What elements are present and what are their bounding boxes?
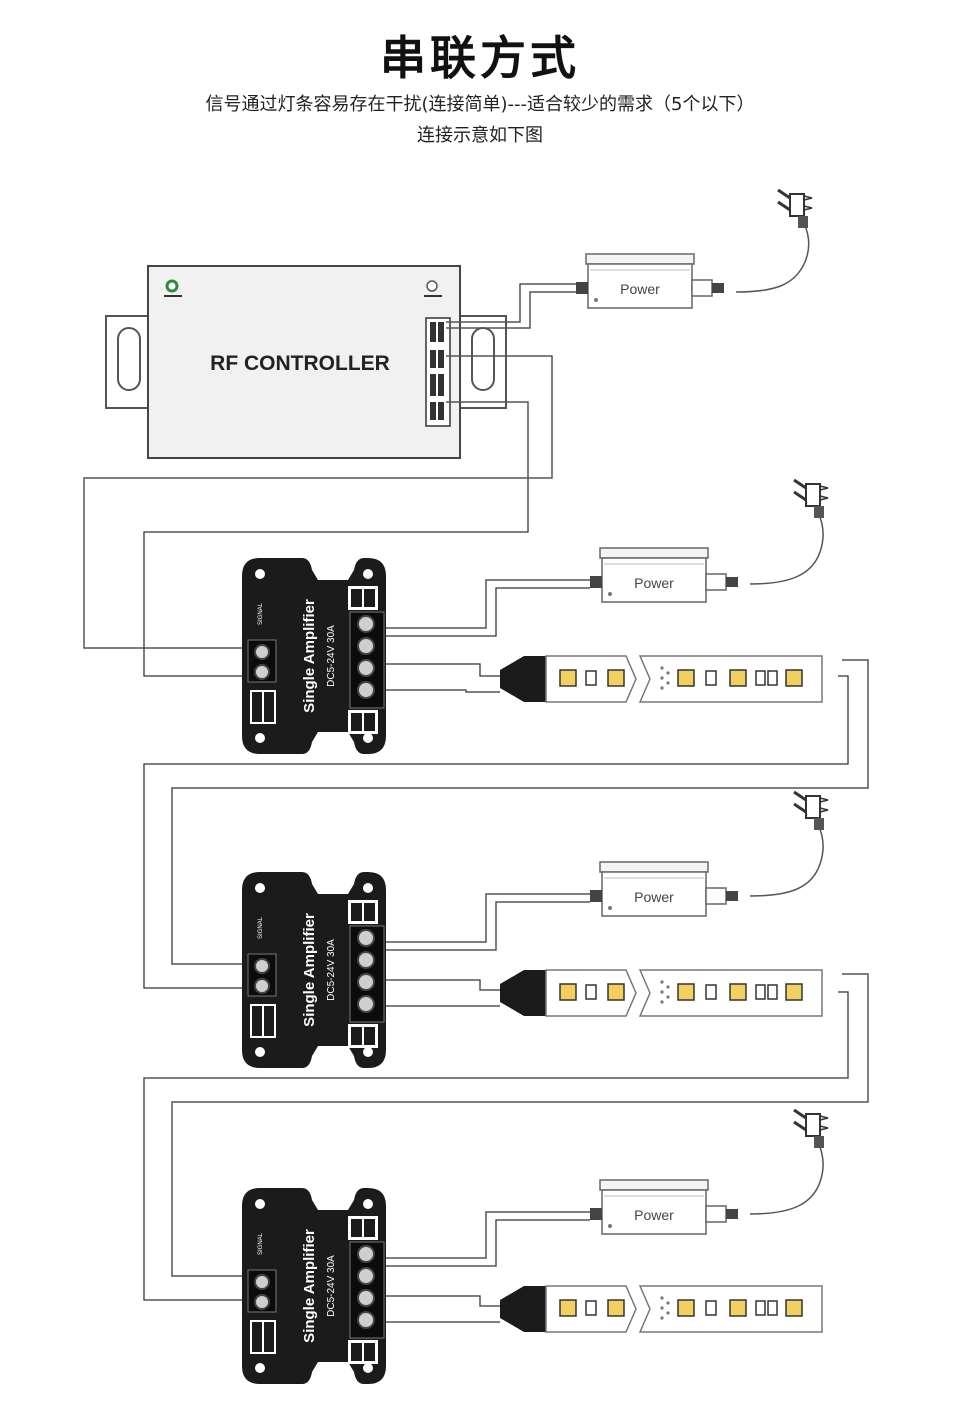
amplifier-2: Single Amplifier DC5-24V 30A SIGNAL: [241, 871, 387, 1069]
plug-icon: [792, 1108, 830, 1150]
power-supply-2: Power: [589, 861, 739, 917]
power-supply-label: Power: [620, 281, 660, 297]
power-supply-3: Power: [589, 1179, 739, 1235]
wiring-lines: [83, 219, 869, 1323]
power-supply-label: Power: [634, 575, 674, 591]
power-supply-1: Power: [589, 547, 739, 603]
led-strip-2: [499, 969, 823, 1017]
amplifier-signal-tag: SIGNAL: [258, 1232, 264, 1255]
rf-controller: RF CONTROLLER: [105, 265, 507, 459]
amplifier-name: Single Amplifier: [301, 1229, 318, 1343]
amplifier-name: Single Amplifier: [301, 599, 318, 713]
amplifier-3: Single Amplifier DC5-24V 30A SIGNAL: [241, 1187, 387, 1385]
amplifier-spec: DC5-24V 30A: [326, 939, 337, 1001]
amplifier-1: Single Amplifier DC5-24V 30A SIGNAL: [241, 557, 387, 755]
amplifier-spec: DC5-24V 30A: [326, 1255, 337, 1317]
power-supply-label: Power: [634, 889, 674, 905]
led-strip-1: [499, 655, 823, 703]
power-supply-top: Power: [575, 253, 725, 309]
amplifier-signal-tag: SIGNAL: [258, 916, 264, 939]
diagram-caption: 连接示意如下图: [417, 125, 543, 146]
plug-icon: [792, 478, 830, 520]
plug-icon: [776, 188, 814, 230]
amplifier-signal-tag: SIGNAL: [258, 602, 264, 625]
power-supply-label: Power: [634, 1207, 674, 1223]
controller-label: RF CONTROLLER: [210, 352, 390, 375]
amplifier-spec: DC5-24V 30A: [326, 625, 337, 687]
plug-icon: [792, 790, 830, 832]
page-title: 串联方式: [380, 31, 580, 85]
page-subtitle: 信号通过灯条容易存在干扰(连接简单)---适合较少的需求（5个以下）: [205, 94, 755, 115]
led-strip-3: [499, 1285, 823, 1333]
amplifier-name: Single Amplifier: [301, 913, 318, 1027]
